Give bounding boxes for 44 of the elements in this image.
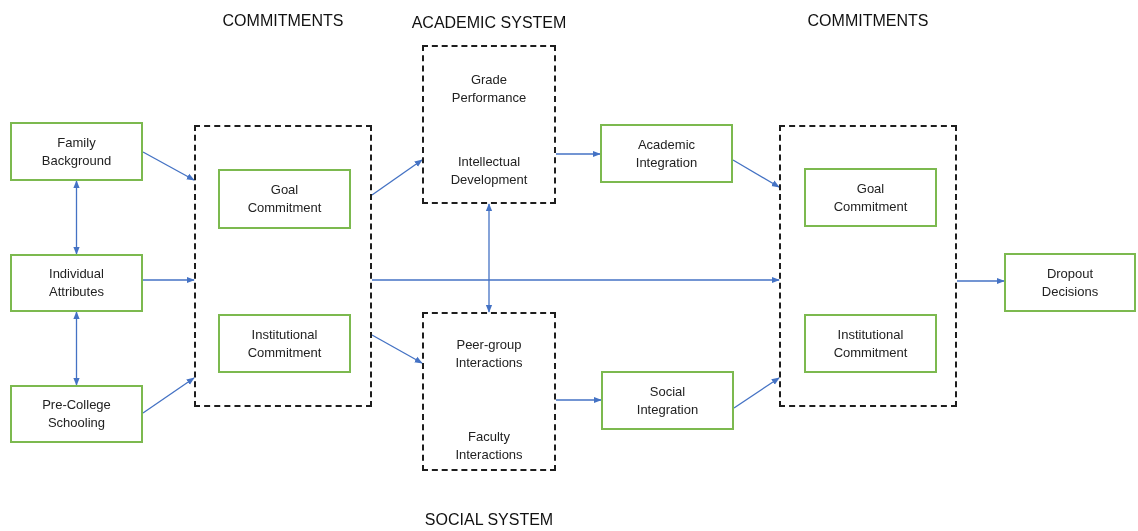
- factor-box: [10, 385, 143, 443]
- factor-label: Intellectual Development: [449, 153, 529, 189]
- box-label: Institutional Commitment: [246, 325, 323, 362]
- arrow: [371, 159, 423, 196]
- box-label: Goal Commitment: [246, 181, 323, 217]
- factor-box: [10, 254, 143, 312]
- arrow: [555, 150, 601, 158]
- group-frame: [779, 125, 957, 407]
- box-label: Goal Commitment: [832, 179, 909, 216]
- arrow: [371, 334, 423, 364]
- arrow: [732, 159, 780, 188]
- section-heading: COMMITMENTS: [222, 12, 344, 30]
- arrow: [73, 180, 80, 255]
- box-label: Pre-College Schooling: [41, 396, 112, 432]
- box-label: Family Background: [40, 133, 113, 170]
- box-label: Institutional Commitment: [832, 325, 909, 362]
- factor-box: [804, 314, 937, 373]
- arrow: [555, 396, 602, 404]
- factor-box: [600, 124, 733, 183]
- factor-label: Grade Performance: [450, 71, 528, 107]
- factor-box: [218, 314, 351, 373]
- box-label: Social Integration: [635, 382, 700, 419]
- box-label: Individual Attributes: [48, 265, 105, 301]
- factor-box: [218, 169, 351, 229]
- arrow: [142, 276, 195, 284]
- factor-box: [601, 371, 734, 430]
- arrow: [73, 311, 80, 386]
- factor-label: Peer-group Interactions: [454, 336, 524, 372]
- arrow: [142, 151, 195, 181]
- arrow: [956, 277, 1005, 285]
- factor-box: [1004, 253, 1136, 312]
- arrow: [485, 203, 493, 313]
- arrow: [733, 377, 780, 409]
- factor-box: [804, 168, 937, 227]
- section-heading: ACADEMIC SYSTEM: [411, 14, 567, 32]
- factor-label: Faculty Interactions: [454, 428, 524, 464]
- arrow: [371, 276, 780, 284]
- box-label: Dropout Decisions: [1040, 264, 1100, 301]
- arrow: [142, 377, 195, 414]
- section-heading: SOCIAL SYSTEM: [424, 511, 554, 529]
- group-frame: [194, 125, 372, 407]
- factor-box: [10, 122, 143, 181]
- box-label: Academic Integration: [634, 135, 699, 172]
- section-heading: COMMITMENTS: [807, 12, 929, 30]
